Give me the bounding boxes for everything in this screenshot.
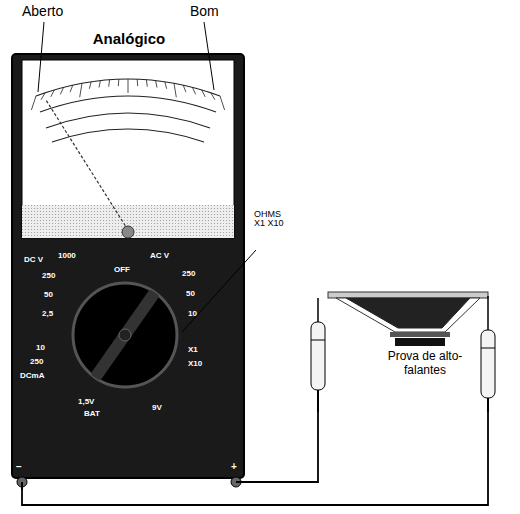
dial-marking: − — [16, 462, 22, 473]
dial-marking: 250 — [42, 272, 55, 280]
dial-marking: X10 — [188, 360, 202, 368]
scale-ticks — [31, 79, 224, 110]
knob-hub — [119, 329, 131, 341]
jack-plus-lead — [236, 481, 250, 483]
scale-arcs — [36, 79, 220, 142]
needle — [46, 100, 128, 230]
multimeter-body: Analógico — [8, 30, 250, 490]
callout-label: Bom — [190, 4, 219, 19]
dial-marking: DC V — [24, 256, 43, 264]
dial-marking: + — [231, 462, 237, 473]
selector-knob — [73, 283, 177, 387]
jack-minus-lead — [21, 482, 23, 490]
leader-line — [38, 22, 44, 92]
leader-line — [204, 22, 214, 90]
dial-marking: 9V — [152, 404, 162, 412]
speaker-under-test: Prova de alto-falantes — [300, 290, 500, 412]
dial-marking: 2,5 — [42, 310, 53, 318]
dial-marking: 1,5V — [78, 398, 94, 406]
meter-body — [12, 54, 244, 478]
dial-marking: X1 — [188, 346, 198, 354]
scale-window — [22, 60, 234, 238]
knob-pointer — [90, 289, 159, 381]
test-probe — [481, 296, 495, 412]
leader-line — [182, 250, 256, 332]
dial-marking: 250 — [182, 270, 195, 278]
needle-pivot — [122, 226, 134, 238]
window-band — [22, 205, 234, 238]
dial-marking: 250 — [30, 358, 43, 366]
callout-label: OHMS X1 X10 — [254, 210, 288, 229]
node-text: Analógico — [8, 30, 250, 47]
callout-label: Aberto — [22, 4, 63, 19]
node-text: Prova de alto-falantes — [378, 350, 472, 378]
dial-marking: OFF — [114, 266, 130, 274]
dial-marking: 50 — [44, 291, 53, 299]
probe-wire — [22, 412, 488, 505]
dial-marking: AC V — [150, 252, 169, 260]
dial-marking: DCmA — [20, 372, 44, 380]
dial-marking: BAT — [84, 410, 100, 418]
probe-wire — [250, 412, 318, 482]
test-probe — [311, 298, 325, 412]
dial-marking: 10 — [36, 344, 45, 352]
dial-marking: 10 — [188, 310, 197, 318]
speaker — [328, 292, 488, 346]
dial-marking: 1000 — [58, 252, 76, 260]
dial-marking: 50 — [186, 290, 195, 298]
